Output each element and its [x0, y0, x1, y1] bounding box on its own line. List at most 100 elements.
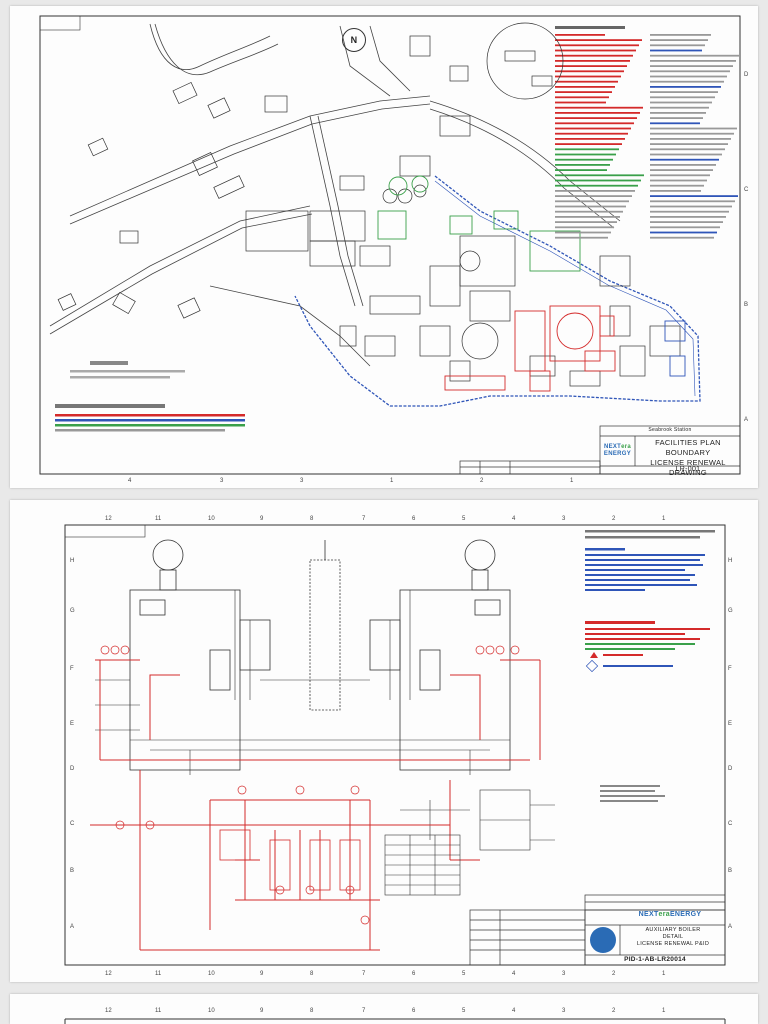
- svg-text:B: B: [728, 868, 732, 874]
- structure-list-entry: [650, 106, 709, 109]
- structure-list-entry: [555, 44, 639, 47]
- red-scope-piping: [90, 659, 541, 951]
- structure-list-entry: [650, 60, 736, 62]
- structure-list-entry: [555, 153, 616, 156]
- structure-list-entry: [555, 169, 607, 171]
- structure-list-entry: [650, 226, 720, 229]
- svg-text:11: 11: [155, 1008, 162, 1014]
- structure-list-entry: [555, 221, 617, 223]
- svg-text:A: A: [728, 924, 732, 930]
- pid-drawing-title: AUXILIARY BOILER DETAIL LICENSE RENEWAL …: [621, 927, 725, 948]
- svg-text:4: 4: [128, 478, 132, 484]
- principal-structures-list: [555, 26, 625, 29]
- structure-list-entry: [555, 54, 633, 57]
- standby-station-table: [384, 834, 461, 896]
- svg-text:6: 6: [412, 971, 416, 977]
- structure-list-entry: [650, 169, 713, 171]
- structure-list-entry: [650, 231, 717, 234]
- svg-text:8: 8: [310, 1008, 314, 1014]
- svg-text:4: 4: [512, 516, 516, 522]
- structure-list-entry: [555, 200, 629, 203]
- pid-title-line-3: LICENSE RENEWAL P&ID: [636, 941, 710, 947]
- legend: [55, 404, 245, 432]
- svg-text:5: 5: [462, 516, 466, 522]
- station-name: Seabrook Station: [648, 427, 692, 433]
- structure-list-entry: [555, 174, 644, 177]
- structure-list-entry: [555, 184, 638, 187]
- svg-text:C: C: [70, 821, 75, 827]
- structure-list-entry: [650, 91, 718, 93]
- structure-list-entry: [555, 86, 615, 88]
- structure-list-entry: [650, 143, 728, 145]
- svg-text:7: 7: [362, 516, 366, 522]
- structure-list-entry: [650, 132, 734, 135]
- structure-list-entry: [650, 112, 706, 114]
- structure-list-entry: [555, 75, 621, 78]
- svg-text:E: E: [728, 721, 732, 727]
- svg-text:G: G: [728, 608, 733, 614]
- structure-list-entry: [650, 39, 708, 41]
- svg-text:6: 6: [412, 1008, 416, 1014]
- structure-list-entry: [555, 236, 608, 239]
- structure-list-entry: [650, 70, 730, 73]
- structure-list-entry: [555, 148, 619, 151]
- structure-list-entry: [555, 96, 609, 99]
- structure-list-entry: [555, 143, 622, 145]
- svg-text:F: F: [728, 666, 732, 672]
- svg-text:D: D: [70, 766, 75, 772]
- green-scope-buildings: [377, 175, 581, 272]
- upper-right-circle-feature: [486, 22, 564, 100]
- svg-text:3: 3: [562, 1008, 566, 1014]
- structure-list-entry: [650, 200, 735, 203]
- structure-list-entry: [555, 226, 614, 229]
- structure-list-entry: [555, 138, 625, 140]
- svg-text:2: 2: [612, 971, 616, 977]
- structure-list-entry: [555, 60, 630, 62]
- svg-text:3: 3: [300, 478, 304, 484]
- structure-list-entry: [555, 106, 643, 109]
- pid-drawing-number: PID-1-AB-LR20014: [624, 956, 686, 963]
- drawing-title-line-2: LICENSE RENEWAL DRAWING: [650, 458, 726, 477]
- drawing-title: FACILITIES PLAN BOUNDARY LICENSE RENEWAL…: [636, 438, 740, 478]
- structure-list-entry: [555, 205, 626, 208]
- pid-nextera-logo-icon: NEXTeraENERGY: [638, 911, 702, 918]
- structure-list-entry: [555, 101, 606, 104]
- svg-text:12: 12: [105, 516, 112, 522]
- structure-list-entry: [555, 91, 612, 93]
- pid-title-block: [469, 894, 726, 966]
- protected-area-boundary: [294, 175, 701, 407]
- svg-text:1: 1: [390, 478, 394, 484]
- structure-list-entry: [650, 117, 703, 119]
- structure-list-entry: [650, 216, 726, 218]
- blue-scope-buildings: [664, 320, 686, 377]
- pid-title-line-2: DETAIL: [662, 934, 684, 940]
- svg-text:E: E: [70, 721, 74, 727]
- structure-list-entry: [555, 112, 640, 114]
- svg-text:1: 1: [662, 516, 666, 522]
- drawing-number: LR-001: [675, 466, 701, 473]
- structure-list-entry: [650, 195, 738, 197]
- structure-list-entry: [650, 158, 719, 161]
- structure-list-entry: [650, 153, 722, 156]
- red-scope-buildings: [444, 305, 616, 392]
- svg-text:A: A: [70, 924, 74, 930]
- svg-text:10: 10: [208, 971, 215, 977]
- pid-title-line-1: AUXILIARY BOILER: [645, 927, 701, 933]
- buildings-not-in-scope: [57, 35, 681, 387]
- road-network: [49, 23, 621, 367]
- structure-list-entry: [650, 122, 700, 125]
- svg-text:3: 3: [220, 478, 224, 484]
- svg-text:D: D: [744, 72, 749, 78]
- boiler-drum-icon: [152, 539, 496, 591]
- structure-list-entry: [555, 195, 632, 197]
- pid-notes: [585, 530, 715, 802]
- svg-text:12: 12: [105, 971, 112, 977]
- company-seal-icon: [590, 927, 616, 953]
- svg-text:12: 12: [105, 1008, 112, 1014]
- svg-text:F: F: [70, 666, 74, 672]
